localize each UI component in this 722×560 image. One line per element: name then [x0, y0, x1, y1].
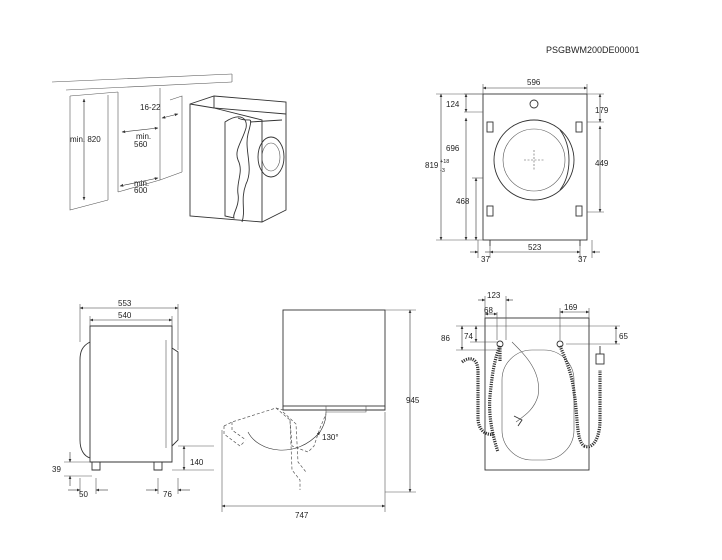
- front-view: 596 124 819 +18 -3 696 468 179 449 37 52…: [425, 78, 609, 264]
- dim-140: 140: [190, 458, 204, 467]
- dim-468: 468: [456, 197, 470, 206]
- front-body: [482, 93, 588, 241]
- dim-foot-left: 37: [481, 255, 490, 264]
- installation-view: min. 820 16-22 min. 560 min. 600: [51, 73, 287, 223]
- dim-553: 553: [118, 299, 132, 308]
- dim-540: 540: [118, 311, 132, 320]
- document-code: PSGBWM200DE00001: [546, 45, 640, 55]
- rear-body: [484, 317, 590, 471]
- dim-74: 74: [464, 332, 473, 341]
- dim-68: 68: [484, 306, 493, 315]
- dim-50: 50: [79, 490, 88, 499]
- dim-747: 747: [295, 511, 309, 520]
- dim-65: 65: [619, 332, 628, 341]
- dim-76: 76: [163, 490, 172, 499]
- dim-124: 124: [446, 100, 460, 109]
- dim-449: 449: [595, 159, 609, 168]
- dim-130-deg: 130°: [322, 433, 339, 442]
- dim-86: 86: [441, 334, 450, 343]
- dim-169: 169: [564, 303, 578, 312]
- dim-819: 819: [425, 161, 439, 170]
- dim-min-600-b: 600: [134, 186, 148, 195]
- dim-596: 596: [527, 78, 541, 87]
- dim-39: 39: [52, 465, 61, 474]
- dim-179: 179: [595, 106, 609, 115]
- side-view: 553 540 39 50 76 140: [52, 299, 214, 499]
- dim-819-tol-minus: -3: [440, 168, 445, 174]
- door-swing-view: 130° 945 747: [221, 309, 420, 520]
- dim-min-560-a: min.: [136, 132, 151, 141]
- dim-foot-span: 523: [528, 243, 542, 252]
- dim-819-tol-plus: +18: [440, 159, 449, 165]
- dim-min-600-a: min.: [134, 179, 149, 188]
- dim-696: 696: [446, 144, 460, 153]
- dim-min-560-b: 560: [134, 140, 148, 149]
- dim-123: 123: [487, 291, 501, 300]
- dim-945: 945: [406, 396, 420, 405]
- top-view-body: [282, 309, 386, 407]
- dim-min-820: min. 820: [70, 135, 101, 144]
- dim-16-22: 16-22: [140, 103, 161, 112]
- dim-foot-right: 37: [578, 255, 587, 264]
- door-circle: [493, 119, 575, 201]
- rear-view: 123 68 169 86 74 65: [441, 291, 628, 471]
- control-knob: [529, 99, 539, 109]
